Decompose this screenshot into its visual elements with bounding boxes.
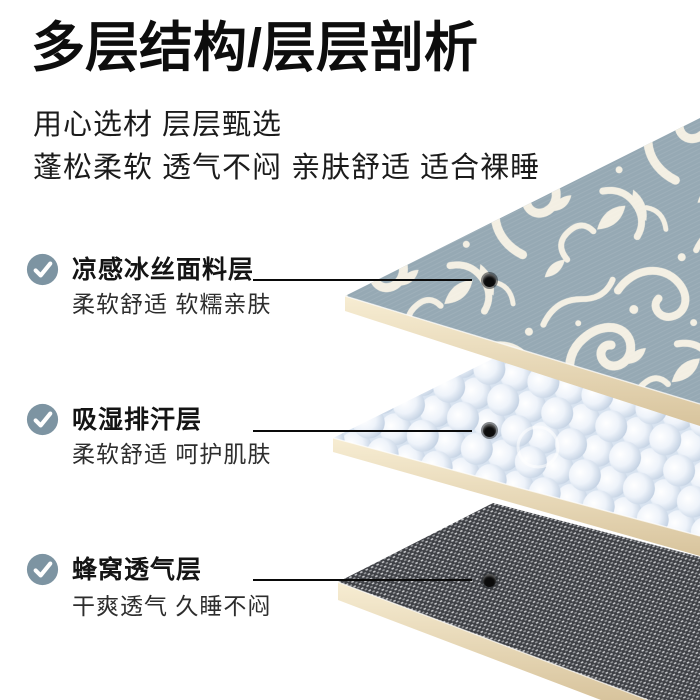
page-title: 多层结构/层层剖析: [31, 18, 479, 78]
layer-title: 凉感冰丝面料层: [72, 256, 255, 284]
connector-line: [253, 279, 472, 281]
check-icon: [26, 253, 59, 286]
page-subtitle-1: 用心选材 层层甄选: [33, 109, 283, 141]
marker-dot: [483, 574, 496, 587]
layer-description: 柔软舒适 软糯亲肤: [72, 291, 272, 317]
layer-title: 蜂窝透气层: [72, 556, 203, 584]
check-icon: [26, 553, 59, 586]
connector-line: [253, 430, 472, 432]
honeycomb-mesh-slab: [337, 503, 700, 700]
page-subtitle-2: 蓬松柔软 透气不闷 亲肤舒适 适合裸睡: [33, 152, 541, 184]
layer-description: 柔软舒适 呵护肌肤: [72, 441, 272, 467]
check-icon: [26, 403, 59, 436]
connector-line: [253, 579, 472, 581]
marker-dot: [483, 424, 496, 437]
ice-silk-damask-fabric-slab: [344, 118, 700, 426]
layer-description: 干爽透气 久睡不闷: [72, 593, 272, 619]
marker-dot: [483, 274, 496, 287]
layer-title: 吸湿排汗层: [72, 406, 203, 434]
